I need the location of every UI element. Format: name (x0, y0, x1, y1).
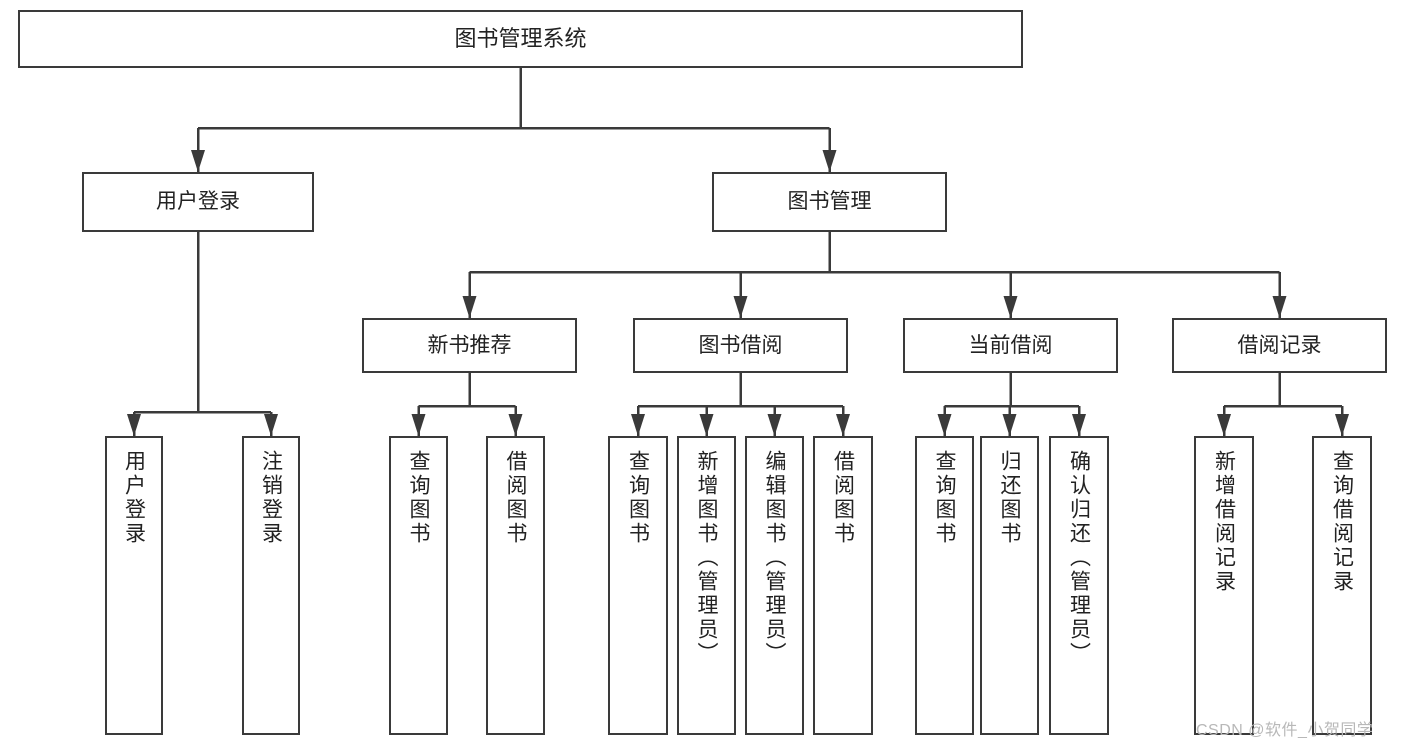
arrow-head (127, 414, 141, 436)
node-label-leaf-bb-query: 查询图书 (626, 450, 650, 546)
node-leaf-bb-edit: 编辑图书（管理员） (745, 436, 804, 735)
node-label-leaf-user-login: 用户登录 (122, 450, 146, 546)
node-label-leaf-bb-add: 新增图书（管理员） (695, 450, 719, 666)
node-leaf-user-logout: 注销登录 (242, 436, 300, 735)
arrow-head (264, 414, 278, 436)
node-label-leaf-rec-query: 查询图书 (407, 450, 431, 546)
node-leaf-bb-query: 查询图书 (608, 436, 668, 735)
node-new-book-rec: 新书推荐 (362, 318, 577, 373)
arrow-head (631, 414, 645, 436)
arrow-head (1003, 296, 1018, 318)
arrow-head (411, 414, 426, 436)
arrow-head (1072, 414, 1086, 436)
node-leaf-cb-return: 归还图书 (980, 436, 1039, 735)
arrow-head (699, 414, 714, 436)
node-label-leaf-cb-return: 归还图书 (998, 450, 1022, 546)
node-label-book-borrow: 图书借阅 (698, 333, 783, 357)
node-label-new-book-rec: 新书推荐 (427, 333, 512, 357)
node-book-borrow: 图书借阅 (633, 318, 848, 373)
node-leaf-bb-borrow: 借阅图书 (813, 436, 873, 735)
node-label-leaf-rec-borrow: 借阅图书 (504, 450, 528, 546)
node-label-leaf-cb-query: 查询图书 (933, 450, 957, 546)
node-leaf-rec-borrow: 借阅图书 (486, 436, 545, 735)
arrow-head (508, 414, 523, 436)
node-borrow-record: 借阅记录 (1172, 318, 1387, 373)
node-book-manage: 图书管理 (712, 172, 947, 232)
arrow-head (1335, 414, 1349, 436)
arrow-head (1272, 296, 1287, 318)
arrow-head (767, 414, 782, 436)
arrow-head (462, 296, 477, 318)
arrow-head (1217, 414, 1231, 436)
node-label-borrow-record: 借阅记录 (1237, 333, 1322, 357)
node-label-leaf-bb-edit: 编辑图书（管理员） (763, 450, 787, 666)
node-label-current-borrow: 当前借阅 (968, 333, 1053, 357)
watermark: CSDN @软件_小贺同学 (1196, 722, 1374, 739)
arrow-head (1002, 414, 1017, 436)
arrow-head (937, 414, 952, 436)
node-leaf-user-login: 用户登录 (105, 436, 163, 735)
node-label-leaf-br-query: 查询借阅记录 (1330, 450, 1354, 594)
node-label-root: 图书管理系统 (454, 25, 587, 51)
node-label-user-login: 用户登录 (156, 190, 240, 214)
node-leaf-bb-add: 新增图书（管理员） (677, 436, 736, 735)
node-user-login: 用户登录 (82, 172, 314, 232)
node-leaf-cb-confirm: 确认归还（管理员） (1049, 436, 1109, 735)
node-current-borrow: 当前借阅 (903, 318, 1118, 373)
node-leaf-br-query: 查询借阅记录 (1312, 436, 1372, 735)
node-label-leaf-cb-confirm: 确认归还（管理员） (1067, 450, 1091, 666)
node-root: 图书管理系统 (18, 10, 1023, 68)
node-leaf-br-add: 新增借阅记录 (1194, 436, 1254, 735)
node-label-leaf-br-add: 新增借阅记录 (1212, 450, 1236, 594)
node-leaf-rec-query: 查询图书 (389, 436, 448, 735)
node-leaf-cb-query: 查询图书 (915, 436, 974, 735)
node-label-book-manage: 图书管理 (787, 190, 872, 214)
arrow-head (822, 150, 837, 172)
arrow-head (836, 414, 850, 436)
node-label-leaf-user-logout: 注销登录 (259, 450, 283, 546)
arrow-head (191, 150, 205, 172)
arrow-head (733, 296, 748, 318)
node-label-leaf-bb-borrow: 借阅图书 (831, 450, 855, 546)
